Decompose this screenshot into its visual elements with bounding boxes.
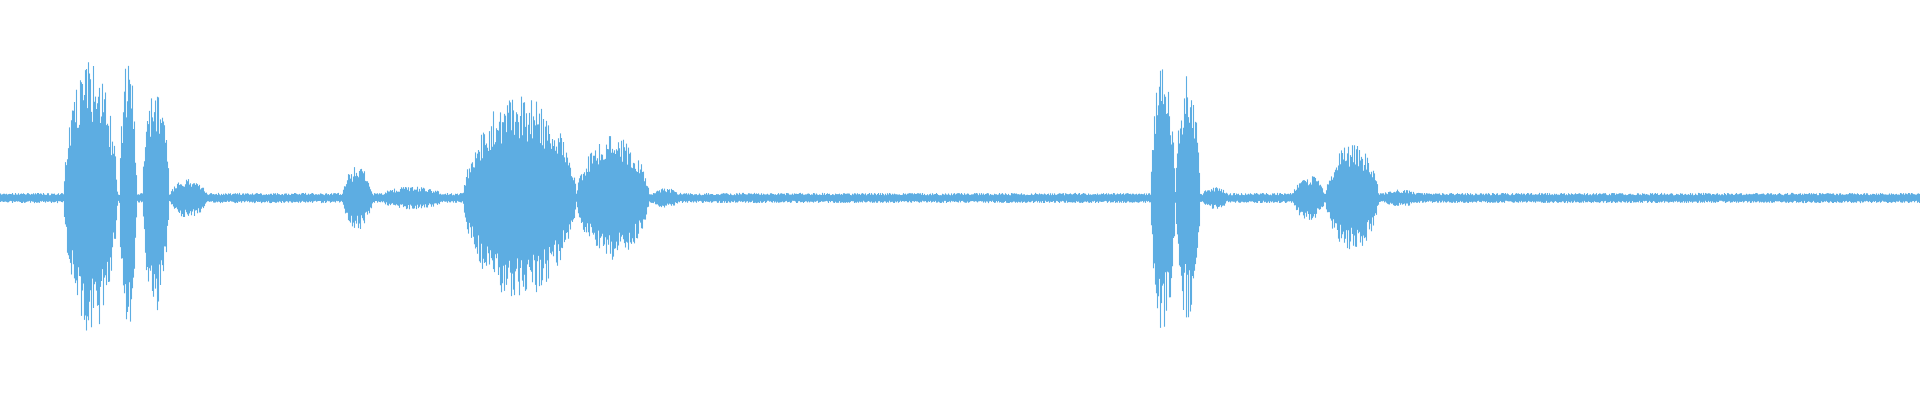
waveform-samples — [0, 62, 1920, 331]
waveform-path — [0, 62, 1920, 331]
